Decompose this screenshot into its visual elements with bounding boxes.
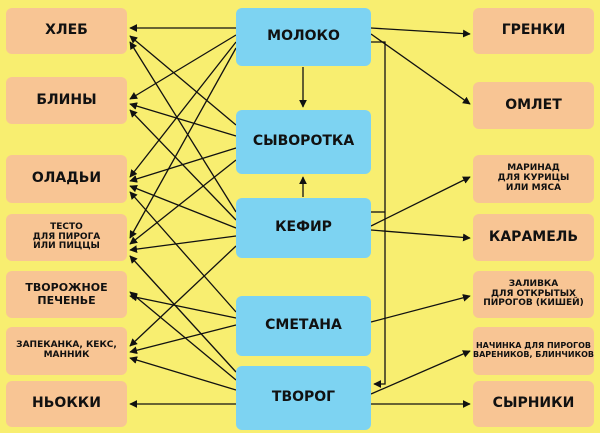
dish-omelet: ОМЛЕТ	[473, 82, 594, 129]
dish-pie-filling: ЗАЛИВКА ДЛЯ ОТКРЫТЫХ ПИРОГОВ (КИШЕЙ)	[473, 271, 594, 318]
dish-bread: ХЛЕБ	[6, 8, 127, 54]
arrow-curd-to-casserole	[129, 356, 237, 391]
arrow-sourcream-to-oladi	[129, 191, 237, 313]
arrow-kefir-to-bliny	[129, 109, 237, 221]
arrow-milk-to-oladi	[129, 41, 237, 178]
arrow-kefir-to-bread	[129, 41, 237, 213]
dish-bliny: БЛИНЫ	[6, 77, 127, 124]
arrow-milk-to-dough	[129, 47, 237, 239]
arrow-kefir-to-dough	[129, 235, 237, 253]
product-kefir: КЕФИР	[236, 198, 371, 258]
arrow-milk-to-omelet	[370, 33, 471, 105]
arrow-kefir-to-marinade	[370, 176, 471, 227]
arrow-whey-to-dough	[129, 159, 237, 245]
arrow-milk-to-curd	[371, 41, 386, 388]
arrow-curd-to-cookies	[129, 291, 237, 381]
product-milk: МОЛОКО	[236, 8, 371, 66]
arrow-milk-to-bliny	[129, 34, 237, 100]
dish-marinade: МАРИНАД ДЛЯ КУРИЦЫ ИЛИ МЯСА	[473, 155, 594, 203]
arrow-whey-to-bliny	[129, 102, 237, 137]
arrow-sourcream-to-casserole	[129, 324, 237, 355]
arrow-sourcream-to-filling	[370, 294, 471, 323]
arrow-curd-to-stuffing	[370, 350, 471, 395]
dish-gnocchi: НЬОККИ	[6, 381, 127, 427]
dish-caramel: КАРАМЕЛЬ	[473, 214, 594, 261]
product-cottage-cheese: ТВОРОГ	[236, 366, 371, 430]
dish-dough: ТЕСТО ДЛЯ ПИРОГА ИЛИ ПИЦЦЫ	[6, 214, 127, 261]
product-whey: СЫВОРОТКА	[236, 110, 371, 174]
arrow-curd-to-dough	[129, 255, 237, 373]
dish-oladi: ОЛАДЬИ	[6, 155, 127, 203]
arrow-milk-to-croutons	[370, 27, 471, 38]
arrow-sourcream-to-cookies	[129, 293, 237, 319]
dish-croutons: ГРЕНКИ	[473, 8, 594, 54]
arrow-kefir-to-casserole	[129, 245, 237, 347]
dish-curd-cookies: ТВОРОЖНОЕ ПЕЧЕНЬЕ	[6, 271, 127, 318]
arrow-whey-to-bread	[129, 35, 237, 126]
dish-casserole: ЗАПЕКАНКА, КЕКС, МАННИК	[6, 327, 127, 375]
arrow-kefir-to-oladi	[129, 184, 237, 229]
arrow-kefir-to-caramel	[370, 229, 471, 242]
product-sour-cream: СМЕТАНА	[236, 296, 371, 356]
dish-stuffing: НАЧИНКА ДЛЯ ПИРОГОВ ВАРЕНИКОВ, БЛИНЧИКОВ	[473, 327, 594, 375]
dish-syrniki: СЫРНИКИ	[473, 381, 594, 427]
